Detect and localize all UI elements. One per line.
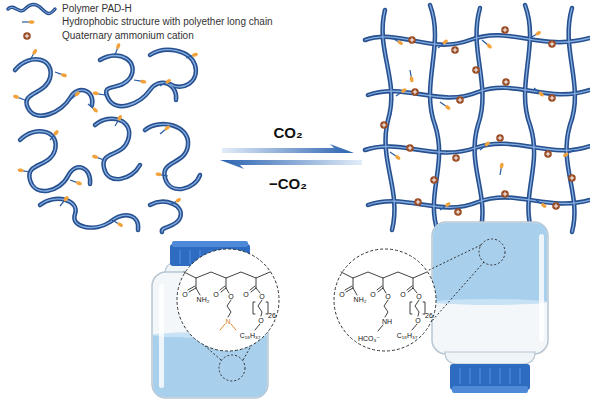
atom-label: O [228,293,233,300]
polymer-network [365,5,590,232]
ammonium-structure [341,272,427,331]
amine-structure [184,272,270,330]
circle-outline [333,248,437,352]
hydrophobic-sample [22,20,35,24]
hydrophobic-side-chains [389,30,575,211]
atom-label: C₁₈H₃₇ [240,332,261,339]
cation-sample [23,32,31,40]
polymer-highlights [15,50,200,232]
polymer-highlights [365,5,590,232]
structure-circle: ONH₂OONOO26OC₁₈H₃₇ [176,248,280,352]
hydrophobic-side-chains [13,43,199,228]
circle-outline [177,249,279,351]
atom-label: O [339,291,344,298]
atom-label: O [259,293,264,300]
reverse-arrow [220,160,362,169]
atom-label: O [400,291,405,298]
legend-text: Polymer PAD-H [62,3,132,15]
atom-label: N [225,318,230,325]
atom-label: O [213,291,218,298]
atom-label: HCO₃⁻ [358,335,380,342]
atom-label: O [416,293,421,300]
atom-label: 26 [268,312,276,319]
polymer-chains [15,50,200,232]
atom-label: 26 [425,312,433,319]
atom-label: C₁₈H₃₇ [397,332,418,339]
legend-text: Quaternary ammonium cation [62,30,194,42]
structure-circle: ONH₂OONHHCO₃⁻OO26OC₁₈H₃₇ [333,248,437,352]
legend-samples [8,5,55,40]
polymer-coils [13,43,200,232]
polymer-chains [365,5,590,232]
legend-text: Hydrophobic structure with polyether lon… [62,16,273,28]
atom-label: O [182,291,187,298]
atom-label: O [370,291,375,298]
atom-label: O [243,291,248,298]
reaction-label: CO₂ [273,125,302,142]
reaction-label: −CO₂ [269,176,307,193]
atom-label: NH [382,318,392,325]
atom-label: NH₂ [197,296,210,303]
atom-label: O [258,317,263,324]
circle-outline [176,248,280,352]
polymer-sample-highlight [8,5,55,14]
quaternary-ammonium-cations [380,26,576,216]
atom-label: NH₂ [354,296,367,303]
forward-arrow [222,144,354,153]
bottle-gel [432,222,548,393]
atom-label: O [415,317,420,324]
atom-label: O [385,293,390,300]
circle-outline [334,249,436,351]
polymer-sample [8,5,55,14]
